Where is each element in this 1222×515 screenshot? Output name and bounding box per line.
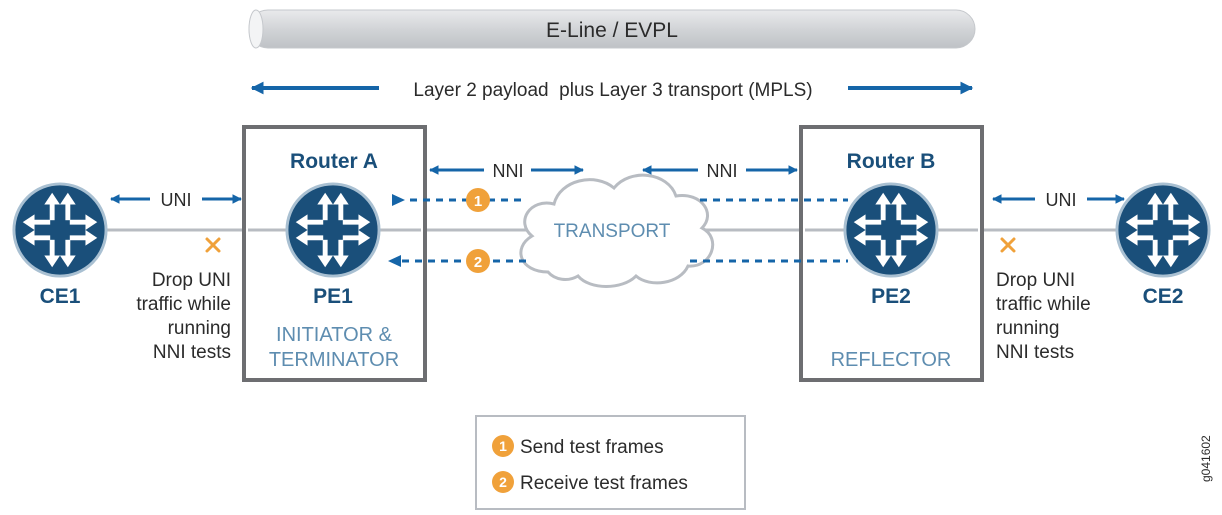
step-1-badge: 1 xyxy=(466,188,490,212)
svg-text:running: running xyxy=(168,318,231,339)
svg-text:NNI tests: NNI tests xyxy=(153,342,231,363)
pe1-router-icon xyxy=(287,184,379,276)
eline-banner: E-Line / EVPL xyxy=(248,9,976,49)
transport-span-arrow: Layer 2 payload plus Layer 3 transport (… xyxy=(250,80,974,101)
pe2-name: PE2 xyxy=(871,285,911,308)
router-b-role: REFLECTOR xyxy=(831,349,952,371)
router-a-role-line1: INITIATOR & xyxy=(276,324,393,346)
legend: 1 Send test frames 2 Receive test frames xyxy=(475,415,746,510)
router-a-role-line2: TERMINATOR xyxy=(269,349,399,371)
transport-cloud: TRANSPORT xyxy=(519,173,715,288)
drop-note-left: Drop UNI traffic while running NNI tests xyxy=(136,270,231,363)
nni-left-link: NNI xyxy=(429,161,584,181)
uni-right-link: UNI xyxy=(992,190,1125,210)
svg-text:2: 2 xyxy=(499,474,507,490)
router-a-title: Router A xyxy=(290,150,378,173)
router-b-title: Router B xyxy=(847,150,936,173)
svg-text:traffic while: traffic while xyxy=(136,294,231,315)
nni-right-link: NNI xyxy=(642,161,798,181)
ce1-router-icon xyxy=(14,184,106,276)
svg-text:1: 1 xyxy=(474,193,482,210)
nni-right-label: NNI xyxy=(707,161,738,181)
figure-id: g041602 xyxy=(1199,435,1213,482)
pe2-router-icon xyxy=(845,184,937,276)
drop-right-x-icon xyxy=(1000,237,1016,253)
ce2-name: CE2 xyxy=(1143,285,1184,308)
svg-text:1: 1 xyxy=(499,438,507,454)
drop-note-right: Drop UNI traffic while running NNI tests xyxy=(996,270,1091,363)
svg-text:NNI tests: NNI tests xyxy=(996,342,1074,363)
transport-label: Layer 2 payload plus Layer 3 transport (… xyxy=(413,80,812,101)
step-2-badge: 2 xyxy=(466,249,490,273)
svg-text:running: running xyxy=(996,318,1059,339)
svg-text:traffic while: traffic while xyxy=(996,294,1091,315)
router-a-box xyxy=(242,125,427,382)
cloud-label: TRANSPORT xyxy=(554,221,671,242)
banner-title: E-Line / EVPL xyxy=(546,19,678,42)
ce2-router-icon xyxy=(1117,184,1209,276)
svg-text:Drop UNI: Drop UNI xyxy=(996,270,1075,291)
uni-right-label: UNI xyxy=(1046,190,1077,210)
drop-left-x-icon xyxy=(205,237,221,253)
svg-text:Drop UNI: Drop UNI xyxy=(152,270,231,291)
legend-item-send: 1 Send test frames xyxy=(492,435,664,458)
receive-test-frames-path xyxy=(388,255,848,267)
pe1-name: PE1 xyxy=(313,285,353,308)
legend-send-label: Send test frames xyxy=(520,437,664,458)
nni-left-label: NNI xyxy=(493,161,524,181)
legend-receive-label: Receive test frames xyxy=(520,473,688,494)
uni-left-label: UNI xyxy=(161,190,192,210)
ce1-name: CE1 xyxy=(40,285,81,308)
legend-item-receive: 2 Receive test frames xyxy=(492,471,688,494)
uni-left-link: UNI xyxy=(110,190,242,210)
svg-text:2: 2 xyxy=(474,254,482,271)
